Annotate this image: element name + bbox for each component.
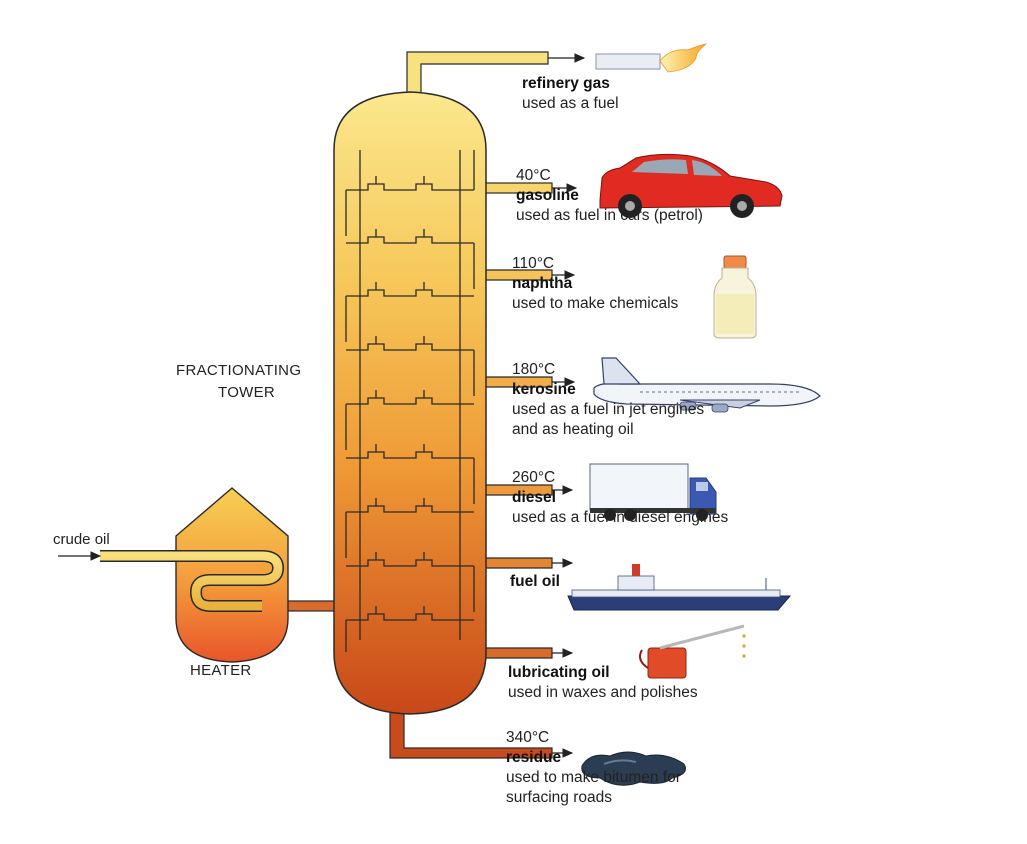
flame-icon: [595, 43, 708, 73]
bitumen-puddle-icon: [581, 751, 686, 786]
fraction-fuel-oil: fuel oil: [510, 572, 560, 592]
fraction-temp: 180°C: [512, 361, 556, 378]
oil-can-icon: [639, 624, 746, 679]
fraction-name: gasoline: [516, 187, 579, 204]
fraction-temp: 40°C: [516, 167, 551, 184]
truck-icon: [589, 463, 717, 521]
car-icon: [599, 153, 783, 218]
airplane-icon: [593, 357, 821, 413]
fraction-residue: 340°C residue used to make bitumen for s…: [506, 728, 681, 808]
ship-icon: [567, 564, 792, 611]
fractionating-tower: [333, 91, 487, 715]
fraction-use-2: surfacing roads: [506, 789, 612, 806]
fraction-naphtha: 110°C naphtha used to make chemicals: [512, 254, 678, 314]
fraction-temp: 340°C: [506, 729, 550, 746]
fraction-name: residue: [506, 749, 562, 766]
fraction-name: refinery gas: [522, 75, 610, 92]
fraction-diesel: 260°C diesel used as a fuel in diesel en…: [512, 468, 728, 528]
fraction-gasoline: 40°C gasoline used as fuel in cars (petr…: [516, 166, 703, 226]
tower-label-line1: FRACTIONATING: [176, 362, 302, 379]
fraction-use: used as fuel in cars (petrol): [516, 207, 703, 224]
fraction-name: diesel: [512, 489, 556, 506]
tower-label-line2: TOWER: [218, 384, 276, 401]
fraction-kerosine: 180°C kerosine used as a fuel in jet eng…: [512, 360, 704, 440]
fraction-name: kerosine: [512, 381, 576, 398]
fraction-use-2: and as heating oil: [512, 421, 634, 438]
fraction-name: naphtha: [512, 275, 573, 292]
fraction-use: used as a fuel: [522, 95, 619, 112]
fraction-name: lubricating oil: [508, 664, 610, 681]
fraction-use: used to make chemicals: [512, 295, 679, 312]
fraction-lubricating-oil: lubricating oil used in waxes and polish…: [508, 663, 698, 703]
fraction-use: used as a fuel in jet engines: [512, 401, 705, 418]
heater: [100, 487, 289, 663]
bottle-icon: [713, 255, 757, 339]
fraction-use: used as a fuel in diesel engines: [512, 509, 729, 526]
crude-oil-label: crude oil: [53, 531, 110, 548]
fraction-refinery-gas: refinery gas used as a fuel: [522, 74, 619, 114]
fraction-name: fuel oil: [510, 573, 560, 590]
fraction-use: used in waxes and polishes: [508, 684, 698, 701]
outlet-arrows: [548, 53, 586, 758]
fraction-temp: 110°C: [512, 255, 555, 272]
heater-label: HEATER: [190, 662, 252, 679]
fraction-temp: 260°C: [512, 469, 556, 486]
fraction-use: used to make bitumen for: [506, 769, 681, 786]
